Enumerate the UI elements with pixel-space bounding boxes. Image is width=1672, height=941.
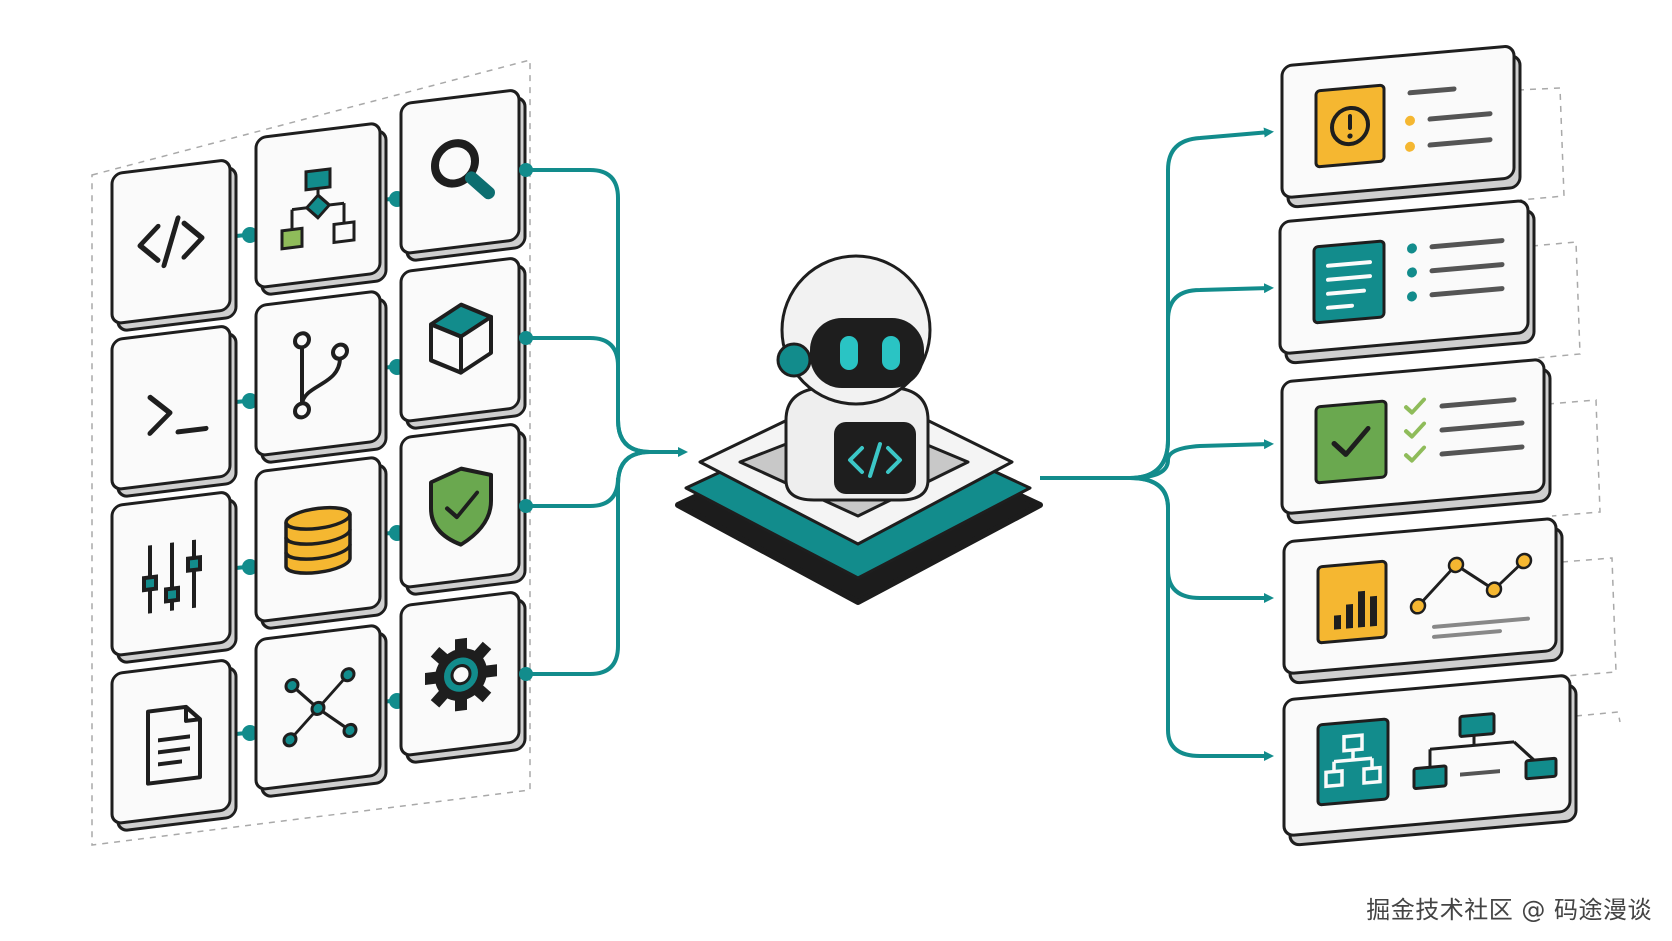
- output-card: [1282, 517, 1564, 685]
- text-document-icon: [1326, 260, 1372, 310]
- card-stack-outline: [1517, 87, 1621, 723]
- card-text-lines: [1407, 86, 1493, 148]
- tool-tile: [254, 624, 388, 798]
- output-card: [1282, 674, 1578, 847]
- hierarchy-icon: [1324, 733, 1382, 789]
- agent-hub: [675, 254, 1043, 605]
- tool-tile: [254, 456, 388, 630]
- watermark: 掘金技术社区 @ 码途漫谈: [1366, 896, 1652, 924]
- input-line: [523, 336, 651, 454]
- output-line: [1129, 476, 1274, 603]
- output-cards: [1278, 45, 1621, 847]
- tool-tile: [399, 423, 527, 596]
- tool-tile: [110, 491, 238, 664]
- tool-tile: [254, 290, 388, 464]
- code-brackets-icon: [848, 442, 902, 478]
- robot-eye-right: [882, 336, 900, 370]
- check-list-icon: [1404, 397, 1426, 463]
- git-branch-icon: [293, 331, 349, 420]
- tool-tile: [110, 325, 238, 498]
- checkmark-icon: [1331, 425, 1371, 457]
- tool-tile: [399, 89, 527, 262]
- tool-tile: [110, 159, 238, 332]
- card-text-lines: [1429, 238, 1505, 298]
- flowchart-icon: [280, 167, 356, 251]
- terminal-icon: [147, 394, 209, 436]
- input-line: [523, 450, 651, 508]
- cube-icon: [429, 302, 493, 375]
- input-line: [523, 168, 651, 454]
- line-chart-icon: [1409, 552, 1533, 639]
- search-icon: [431, 139, 495, 200]
- alert-icon: [1330, 105, 1370, 147]
- sliders-icon: [142, 539, 202, 614]
- input-connectors: [523, 168, 688, 676]
- output-card: [1280, 45, 1522, 209]
- document-icon: [146, 704, 202, 786]
- output-connectors: [1040, 127, 1274, 761]
- tool-grid-outline: [91, 59, 531, 846]
- output-card: [1278, 199, 1536, 365]
- tool-tile: [399, 257, 527, 430]
- card-text-lines: [1439, 397, 1525, 457]
- input-endpoints: [519, 163, 533, 681]
- tool-tile: [110, 659, 238, 832]
- output-line: [1129, 476, 1274, 761]
- output-line: [1129, 127, 1274, 480]
- shield-check-icon: [429, 466, 493, 547]
- bar-chart-icon: [1334, 590, 1377, 630]
- robot-icon: [776, 254, 932, 502]
- output-line: [1129, 283, 1274, 480]
- input-line: [523, 450, 651, 676]
- tool-tile: [254, 122, 388, 296]
- robot-eye-left: [840, 336, 858, 370]
- database-icon: [284, 505, 352, 575]
- tool-grid: [91, 59, 531, 846]
- output-line: [1129, 439, 1274, 480]
- gear-icon: [425, 637, 497, 712]
- org-chart-icon: [1412, 712, 1558, 790]
- code-brackets-icon: [137, 215, 205, 269]
- output-card: [1280, 358, 1552, 525]
- tool-tile: [399, 591, 527, 764]
- network-icon: [282, 667, 358, 748]
